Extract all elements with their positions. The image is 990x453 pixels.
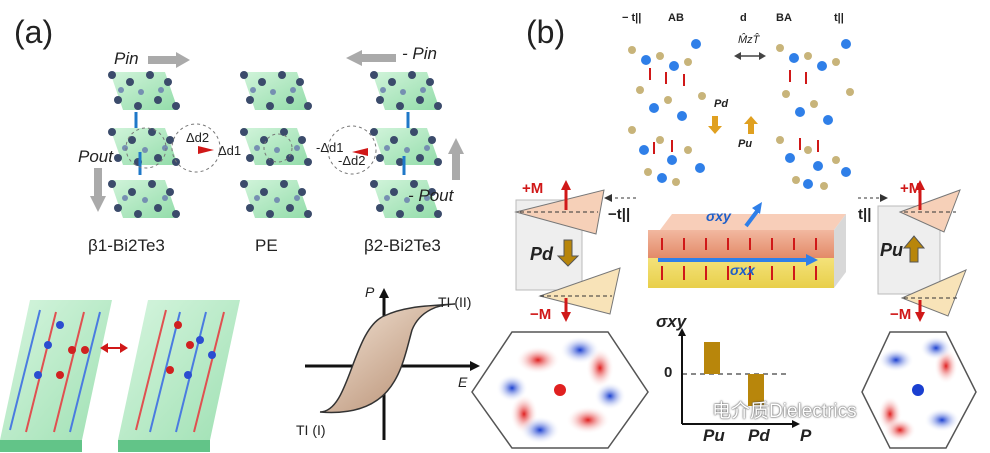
pd-label: Pd <box>530 244 554 264</box>
t-label: t|| <box>834 12 844 24</box>
pu-small-arrow <box>744 116 758 134</box>
bar-pu <box>704 342 720 374</box>
ba-label: BA <box>776 12 792 24</box>
panel-b-label: (b) <box>526 14 566 50</box>
minus-t-mid-label: −t|| <box>608 206 631 223</box>
pd-small-arrow <box>708 116 722 134</box>
neg-delta-d2-label: -Δd2 <box>338 153 366 168</box>
d-label: d <box>740 12 747 24</box>
t-right-label: t|| <box>858 206 872 223</box>
sigma-xy-top-label: σxy <box>706 208 731 224</box>
sigma-bar-chart <box>678 328 800 428</box>
minus-m-right-label: −M <box>890 306 912 323</box>
p-in-arrow <box>148 52 190 68</box>
pu-small-label: Pu <box>738 138 753 150</box>
spin-slab-right <box>118 300 240 452</box>
ab-label: AB <box>668 12 684 24</box>
neg-delta-d1-label: -Δd1 <box>316 140 344 155</box>
minus-m-left-label: −M <box>530 306 552 323</box>
bar-chart-zero-label: 0 <box>664 364 673 381</box>
lattice-ba <box>776 39 854 190</box>
struct-label-beta2: β2-Bi2Te3 <box>364 236 441 255</box>
delta-d1-label: Δd1 <box>218 143 242 158</box>
switch-double-arrow <box>100 343 128 353</box>
panel-a-label: (a) <box>14 14 54 50</box>
minus-p-in-label: - Pin <box>402 44 437 63</box>
ti2-label: TI (II) <box>438 294 472 310</box>
bar-chart-category-pu: Pu <box>703 426 725 445</box>
berry-hexagon-right <box>861 331 977 449</box>
hysteresis-e-axis-label: E <box>458 374 468 390</box>
berry-hexagon-left <box>471 331 649 449</box>
p-out-label: Pout <box>78 147 113 166</box>
ti1-label: TI (I) <box>296 422 326 438</box>
minus-t-label: − t|| <box>622 12 642 24</box>
minus-p-in-arrow <box>346 50 396 66</box>
hysteresis-p-axis-label: P <box>365 284 375 300</box>
plus-m-right-label: +M <box>900 180 922 197</box>
left-prism-box <box>514 180 636 322</box>
bar-chart-ylabel: σxy <box>656 312 687 331</box>
delta-d2-label: Δd2 <box>186 130 210 145</box>
minus-p-out-arrow <box>448 138 464 180</box>
bar-chart-category-pd: Pd <box>748 426 770 445</box>
mzt-label: M̂zT̂ <box>738 34 760 46</box>
structure-beta2 <box>370 71 442 218</box>
hysteresis-plot <box>305 288 480 440</box>
p-out-arrow <box>90 168 106 212</box>
watermark: 电介质Dielectrics <box>712 401 857 422</box>
bar-chart-xlabel: P <box>800 426 812 445</box>
sigma-xx-label: σxx <box>730 262 755 278</box>
plus-m-left-label: +M <box>522 180 544 197</box>
right-prism-box <box>858 180 967 322</box>
bar-pd <box>748 374 764 406</box>
structure-pe <box>240 71 312 218</box>
spin-slab-left <box>0 300 112 452</box>
p-in-label: Pin <box>114 49 139 68</box>
symmetry-double-arrow <box>734 52 766 60</box>
structure-beta1 <box>108 71 180 218</box>
pu-label: Pu <box>880 240 904 260</box>
pd-small-label: Pd <box>714 98 729 110</box>
minus-p-out-label: - Pout <box>408 186 454 205</box>
lattice-ab <box>628 39 706 186</box>
struct-label-beta1: β1-Bi2Te3 <box>88 236 165 255</box>
struct-label-pe: PE <box>255 236 278 255</box>
central-slab <box>648 202 846 288</box>
